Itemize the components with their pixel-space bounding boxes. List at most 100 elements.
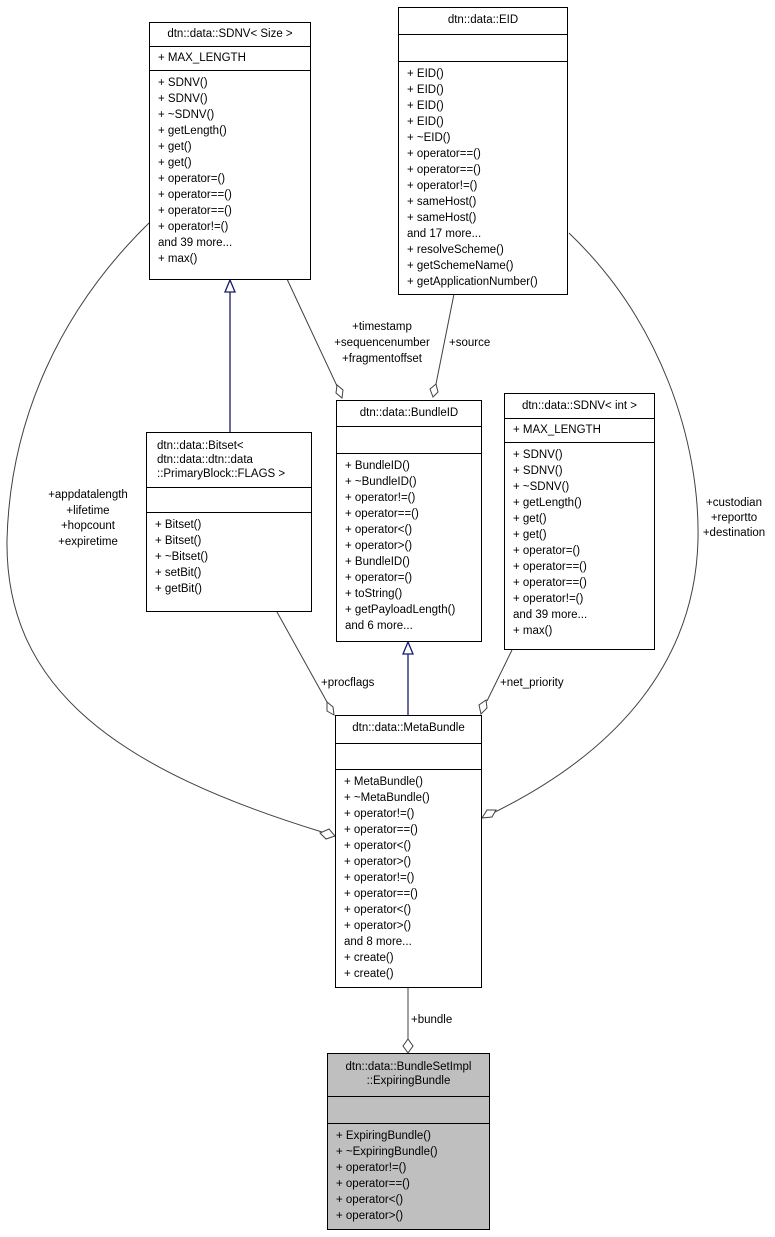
edge-label-custodian-group: +custodian +reportto +destination [696,496,772,541]
label-line: +procflags [321,677,375,689]
class-operations: + Bitset() + Bitset() + ~Bitset() + setB… [147,513,311,599]
operation: + operator==() [513,561,587,573]
operation: + BundleID() [345,556,410,568]
operation: + sameHost() [407,212,477,224]
operation: + EID() [407,84,444,96]
class-operations: + BundleID() + ~BundleID() + operator!=(… [337,454,481,636]
association-edge-timestamp [286,278,344,399]
class-attributes [337,427,481,454]
operation: + getLength() [513,497,582,509]
operation: + operator==() [407,164,481,176]
operation: + resolveScheme() [407,244,504,256]
operation: + ~ExpiringBundle() [336,1146,438,1158]
edge-label-timestamp-group: +timestamp +sequencenumber +fragmentoffs… [322,319,442,367]
operation: + operator>() [344,856,412,868]
more-operations-link[interactable]: and 39 more... [513,609,588,621]
more-operations-link[interactable]: and 39 more... [158,237,233,249]
operation: + get() [158,157,192,169]
operation: + SDNV() [158,77,208,89]
class-operations: + MetaBundle() + ~MetaBundle() + operato… [336,770,481,984]
label-line: +net_priority [500,677,564,689]
operation: + operator=() [345,572,413,584]
class-sdnv-int[interactable]: dtn::data::SDNV< int > + MAX_LENGTH + SD… [504,393,655,650]
operation: + BundleID() [345,460,410,472]
operation: + max() [513,625,553,637]
operation: + operator!=() [407,180,478,192]
class-title: dtn::data::MetaBundle [336,716,481,744]
association-edge-appdata [6,222,336,840]
operation: + ~SDNV() [158,109,215,121]
class-operations: + EID() + EID() + EID() + EID() + ~EID()… [399,62,567,292]
operation: + get() [513,513,547,525]
edge-label-bundle: +bundle [411,1012,452,1028]
class-attributes [328,1097,489,1124]
class-bundleid[interactable]: dtn::data::BundleID + BundleID() + ~Bund… [336,400,482,642]
more-operations-link[interactable]: and 8 more... [344,936,412,948]
operation: + operator=() [158,173,226,185]
operation: + operator>() [345,540,413,552]
class-bitset[interactable]: dtn::data::Bitset< dtn::data::dtn::data … [146,432,312,612]
class-metabundle[interactable]: dtn::data::MetaBundle + MetaBundle() + ~… [335,715,482,988]
class-sdnv-size[interactable]: dtn::data::SDNV< Size > + MAX_LENGTH + S… [149,22,311,280]
label-line: +destination [702,527,766,539]
operation: + ~BundleID() [345,476,417,488]
class-attributes: + MAX_LENGTH [150,47,310,71]
operation: + getApplicationNumber() [407,276,538,288]
attribute: + MAX_LENGTH [158,52,246,64]
class-operations: + ExpiringBundle() + ~ExpiringBundle() +… [328,1124,489,1226]
label-line: +lifetime [66,504,110,517]
operation: + Bitset() [155,535,202,547]
class-operations: + SDNV() + SDNV() + ~SDNV() + getLength(… [150,71,310,269]
edge-label-appdata-group: +appdatalength +lifetime +hopcount +expi… [38,488,138,550]
class-attributes: + MAX_LENGTH [505,419,654,443]
operation: + operator<() [345,524,413,536]
operation: + SDNV() [513,465,563,477]
operation: + operator==() [344,888,418,900]
edge-label-net-priority: +net_priority [500,675,564,691]
operation: + operator=() [513,545,581,557]
operation: + operator!=() [513,593,584,605]
operation: + EID() [407,116,444,128]
label-line: +custodian [706,497,762,509]
operation: + ExpiringBundle() [336,1130,431,1142]
class-eid[interactable]: dtn::data::EID + EID() + EID() + EID() +… [398,7,568,295]
association-edge-net-priority [478,649,513,715]
operation: + operator>() [344,920,412,932]
class-title: dtn::data::SDNV< Size > [150,23,310,47]
operation: + operator!=() [345,492,416,504]
class-title: dtn::data::Bitset< dtn::data::dtn::data … [147,433,311,488]
label-line: +hopcount [60,520,116,532]
association-edge-procflags [276,611,335,716]
label-line: +expiretime [58,535,118,548]
operation: + setBit() [155,567,202,579]
inheritance-edge-metabundle-to-bundleid [402,640,414,715]
operation: + SDNV() [513,449,563,461]
operation: + toString() [345,588,403,600]
label-line: +reportto [710,512,758,524]
label-line: +appdatalength [48,489,128,501]
class-expiring-bundle[interactable]: dtn::data::BundleSetImpl ::ExpiringBundl… [327,1053,490,1230]
operation: + get() [158,141,192,153]
operation: + operator!=() [344,872,415,884]
operation: + operator==() [336,1178,410,1190]
label-line: +source [449,337,491,349]
operation: + ~EID() [407,132,451,144]
class-attributes [147,488,311,513]
operation: + sameHost() [407,196,477,208]
operation: + operator<() [336,1194,404,1206]
more-operations-link[interactable]: and 17 more... [407,228,482,240]
class-title: dtn::data::BundleID [337,401,481,427]
class-operations: + SDNV() + SDNV() + ~SDNV() + getLength(… [505,443,654,641]
more-operations-link[interactable]: and 6 more... [345,620,413,632]
operation: + operator==() [344,824,418,836]
operation: + max() [158,253,198,265]
class-title: dtn::data::EID [399,8,567,35]
class-title: dtn::data::SDNV< int > [505,394,654,419]
label-line: +fragmentoffset [341,353,423,365]
operation: + operator!=() [344,808,415,820]
operation: + operator<() [344,840,412,852]
label-line: +bundle [411,1014,453,1026]
operation: + getPayloadLength() [345,604,456,616]
attribute: + MAX_LENGTH [513,424,601,436]
operation: + operator==() [513,577,587,589]
